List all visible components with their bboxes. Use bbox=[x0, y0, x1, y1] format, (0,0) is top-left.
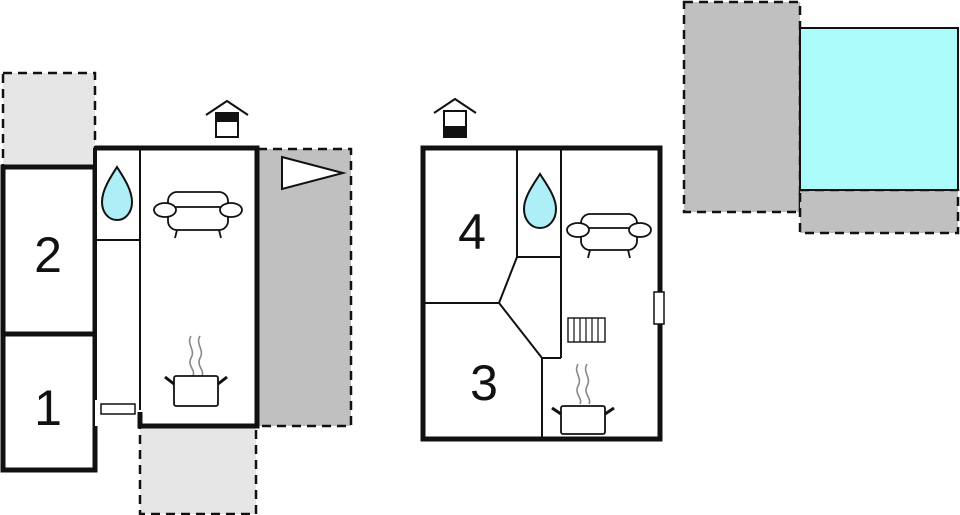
bathroom-drop-icon bbox=[522, 172, 558, 230]
kitchen-pot-icon bbox=[551, 363, 615, 435]
kitchen-pot-icon bbox=[164, 335, 228, 407]
outdoor-area bbox=[682, 0, 960, 235]
room-label-4: 4 bbox=[458, 204, 486, 260]
room-1 bbox=[0, 331, 98, 473]
upper-floor-plan: 4 3 bbox=[420, 97, 665, 442]
direction-arrow-icon bbox=[281, 155, 347, 191]
terrace-right bbox=[256, 147, 353, 428]
window-icon bbox=[653, 291, 665, 325]
ground-floor-plan: 2 1 bbox=[0, 71, 353, 515]
window-icon bbox=[100, 403, 136, 415]
terrace-below-pool bbox=[798, 188, 960, 235]
stairs-icon bbox=[567, 317, 606, 343]
entrance-icon bbox=[205, 99, 249, 138]
room-label-2: 2 bbox=[34, 227, 62, 283]
entrance-icon bbox=[433, 97, 477, 138]
pool bbox=[799, 27, 959, 191]
sofa-icon bbox=[153, 191, 243, 239]
room-label-1: 1 bbox=[34, 380, 62, 436]
sofa-icon bbox=[566, 213, 652, 259]
terrace-left bbox=[682, 0, 802, 214]
bathroom-drop-icon bbox=[100, 165, 134, 222]
room-label-3: 3 bbox=[470, 355, 498, 411]
terrace-top-left bbox=[1, 71, 97, 168]
terrace-bottom bbox=[138, 424, 258, 515]
